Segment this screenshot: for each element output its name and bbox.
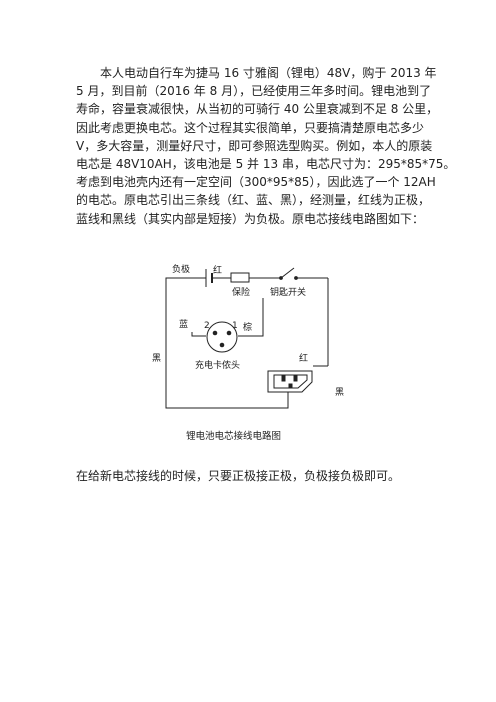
fuse <box>230 272 250 283</box>
paragraph-line: 的电芯。原电芯引出三条线（红、蓝、黑），经测量，红线为正极， <box>76 193 431 208</box>
closing-paragraph: 在给新电芯接线的时候，只要正极接正极，负极接负极即可。 <box>76 467 448 485</box>
diagram-caption: 锂电池电芯接线电路图 <box>186 431 282 442</box>
label-key-switch: 钥匙开关 <box>270 288 307 298</box>
paragraph-line: 因此考虑更换电芯。这个过程其实很简单，只要搞清楚原电芯多少 <box>76 120 425 135</box>
paragraph-line: 电芯是 48V10AH，该电池是 5 并 13 串，电芯尺寸为：295*85*7… <box>76 157 456 172</box>
paragraph-line: V，多大容量，测量好尺寸，即可参照选型购买。例如，本人的原装 <box>76 138 433 153</box>
intro-paragraph: 本人电动自行车为捷马 16 寸雅阁（锂电）48V，购于 2013 年 5 月，到… <box>76 64 456 228</box>
paragraph-line: 蓝线和黑线（其实内部是短接）为负极。原电芯接线电路图如下： <box>76 211 425 226</box>
wire-blue <box>191 332 206 337</box>
circuit-drawing <box>165 267 329 409</box>
label-black-left: 黑 <box>152 354 162 364</box>
xlr-pin-2 <box>212 330 218 336</box>
paragraph-line: 寿命，容量衰减很快，从当初的可骑行 40 公里衰减到不足 8 公里， <box>76 102 439 117</box>
label-pin1: 1 <box>232 321 238 331</box>
xlr-pin-1 <box>226 330 232 336</box>
switch-lever <box>280 267 295 279</box>
paragraph-line: 考虑到电池壳内还有一定空间（300*95*85），因此选了一个 12AH <box>76 175 436 190</box>
paragraph-line: 本人电动自行车为捷马 16 寸雅阁（锂电）48V，购于 2013 年 <box>100 66 437 80</box>
wire-brown <box>238 298 264 337</box>
label-black-right: 黑 <box>335 388 345 398</box>
label-negative: 负极 <box>172 265 191 275</box>
label-charger-plug: 充电卡侬头 <box>195 361 241 371</box>
xlr-pin-3 <box>219 342 225 348</box>
label-red-right: 红 <box>299 354 309 364</box>
label-fuse: 保险 <box>232 288 251 298</box>
paragraph-line: 5 月，到目前（2016 年 8 月），已经使用三年多时间。锂电池到了 <box>76 84 432 99</box>
wire-negative-loop <box>165 277 289 409</box>
iec-plug <box>267 370 313 393</box>
label-brown: 棕 <box>243 323 253 333</box>
label-blue: 蓝 <box>179 320 189 330</box>
xlr-connector <box>206 321 238 353</box>
paragraph-line: 在给新电芯接线的时候，只要正极接正极，负极接负极即可。 <box>76 469 401 483</box>
wiring-diagram: 负极 红 保险 钥匙开关 蓝 2 1 棕 充电卡侬头 红 黑 黑 <box>142 258 374 448</box>
label-pin2: 2 <box>204 321 210 331</box>
label-red-top: 红 <box>213 266 223 276</box>
